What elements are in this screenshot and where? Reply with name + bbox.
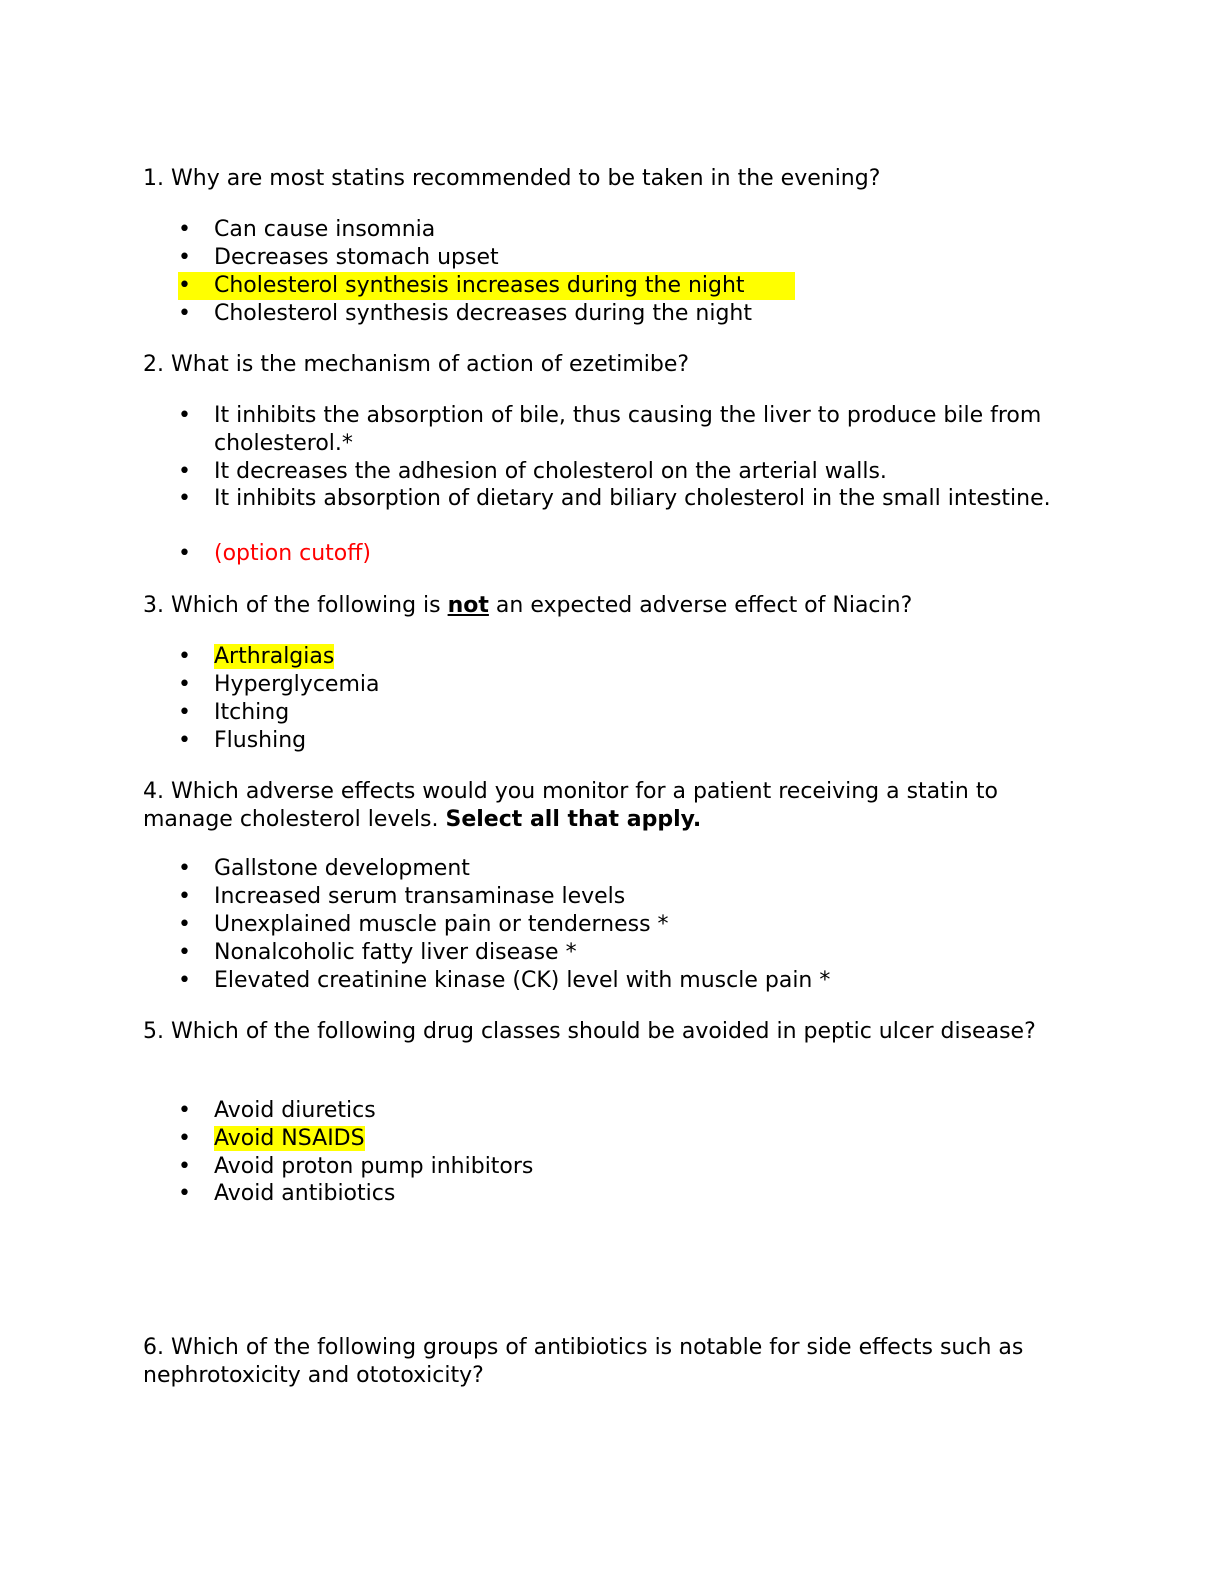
option-text: It inhibits the absorption of bile, thus… (214, 403, 1042, 456)
question-number: 4. (143, 779, 164, 804)
bullet-icon: • (178, 856, 191, 881)
question-3: 3. Which of the following is not an expe… (143, 592, 1075, 620)
bullet-icon: • (178, 486, 191, 511)
question-1: 1. Why are most statins recommended to b… (143, 165, 1075, 193)
bullet-icon: • (178, 940, 191, 965)
question-5: 5. Which of the following drug classes s… (143, 1018, 1075, 1046)
option: • Avoid proton pump inhibitors (178, 1153, 1078, 1181)
option-highlighted: • Cholesterol synthesis increases during … (178, 272, 795, 300)
option-text: Cholesterol synthesis increases during t… (214, 273, 745, 298)
question-text: Which of the following groups of antibio… (143, 1335, 1024, 1388)
option: • (option cutoff) (178, 540, 1078, 568)
bullet-icon: • (178, 403, 191, 428)
bullet-icon: • (178, 884, 191, 909)
bullet-icon: • (178, 459, 191, 484)
option: • Flushing (178, 727, 1078, 755)
option: • Hyperglycemia (178, 671, 1078, 699)
bullet-icon: • (178, 217, 191, 242)
bullet-icon: • (178, 1098, 191, 1123)
question-number: 2. (143, 352, 164, 377)
option-text: Unexplained muscle pain or tenderness * (214, 912, 669, 937)
option-text: Avoid diuretics (214, 1098, 376, 1123)
question-number: 6. (143, 1335, 164, 1360)
question-6: 6. Which of the following groups of anti… (143, 1334, 1075, 1389)
option-text: It inhibits absorption of dietary and bi… (214, 486, 1051, 511)
question-text: Which adverse effects would you monitor … (143, 779, 998, 832)
question-emphasis: Select all that apply. (445, 806, 702, 832)
option-text: Cholesterol synthesis decreases during t… (214, 301, 753, 326)
question-number: 5. (143, 1019, 164, 1044)
bullet-icon: • (178, 672, 191, 697)
question-number: 1. (143, 166, 164, 191)
bullet-icon: • (178, 301, 191, 326)
bullet-icon: • (178, 1154, 191, 1179)
question-4: 4. Which adverse effects would you monit… (143, 778, 1075, 833)
option-text: It decreases the adhesion of cholesterol… (214, 459, 887, 484)
bullet-icon: • (178, 644, 191, 669)
option-text: Hyperglycemia (214, 672, 380, 697)
option-text: Decreases stomach upset (214, 245, 499, 270)
bullet-icon: • (178, 700, 191, 725)
option-text: Nonalcoholic fatty liver disease * (214, 940, 577, 965)
bullet-icon: • (178, 968, 191, 993)
option: • Decreases stomach upset (178, 244, 1078, 272)
option: • It inhibits absorption of dietary and b… (178, 485, 1078, 513)
option-text: Elevated creatinine kinase (CK) level wi… (214, 968, 831, 993)
option: • Can cause insomnia (178, 216, 1078, 244)
bullet-icon: • (178, 245, 191, 270)
option-text: Avoid proton pump inhibitors (214, 1154, 534, 1179)
option-text: Increased serum transaminase levels (214, 884, 626, 909)
option-text: Flushing (214, 728, 307, 753)
bullet-icon: • (178, 912, 191, 937)
option-cutoff-text: (option cutoff) (214, 541, 372, 566)
bullet-icon: • (178, 1181, 191, 1206)
option-text: Arthralgias (214, 644, 335, 669)
option-text: Avoid NSAIDS (214, 1126, 365, 1151)
question-text: Why are most statins recommended to be t… (171, 166, 881, 191)
question-text: Which of the following drug classes shou… (171, 1019, 1036, 1044)
question-text: Which of the following is (171, 593, 441, 618)
question-text: What is the mechanism of action of ezeti… (171, 352, 690, 377)
bullet-icon: • (178, 728, 191, 753)
option: • Gallstone development (178, 855, 1078, 883)
option: • Itching (178, 699, 1078, 727)
option-text: Gallstone development (214, 856, 470, 881)
question-2: 2. What is the mechanism of action of ez… (143, 351, 1075, 379)
bullet-icon: • (178, 541, 191, 566)
option: • Increased serum transaminase levels (178, 883, 1078, 911)
option-highlighted: • Arthralgias (178, 643, 1078, 671)
option: • Avoid antibiotics (178, 1180, 1078, 1208)
option: • It inhibits the absorption of bile, thu… (178, 402, 1078, 457)
option: • Avoid diuretics (178, 1097, 1078, 1125)
option-text: Can cause insomnia (214, 217, 436, 242)
option-highlighted: • Avoid NSAIDS (178, 1125, 1078, 1153)
question-text: an expected adverse effect of Niacin? (495, 593, 913, 618)
option: • Elevated creatinine kinase (CK) level w… (178, 967, 1078, 995)
option: • It decreases the adhesion of cholestero… (178, 458, 1078, 486)
question-number: 3. (143, 593, 164, 618)
option-text: Itching (214, 700, 290, 725)
question-emphasis: not (447, 593, 489, 618)
bullet-icon: • (178, 1126, 191, 1151)
option: • Nonalcoholic fatty liver disease * (178, 939, 1078, 967)
option-text: Avoid antibiotics (214, 1181, 396, 1206)
bullet-icon: • (178, 273, 191, 298)
option: • Cholesterol synthesis decreases during … (178, 300, 1078, 328)
option: • Unexplained muscle pain or tenderness * (178, 911, 1078, 939)
